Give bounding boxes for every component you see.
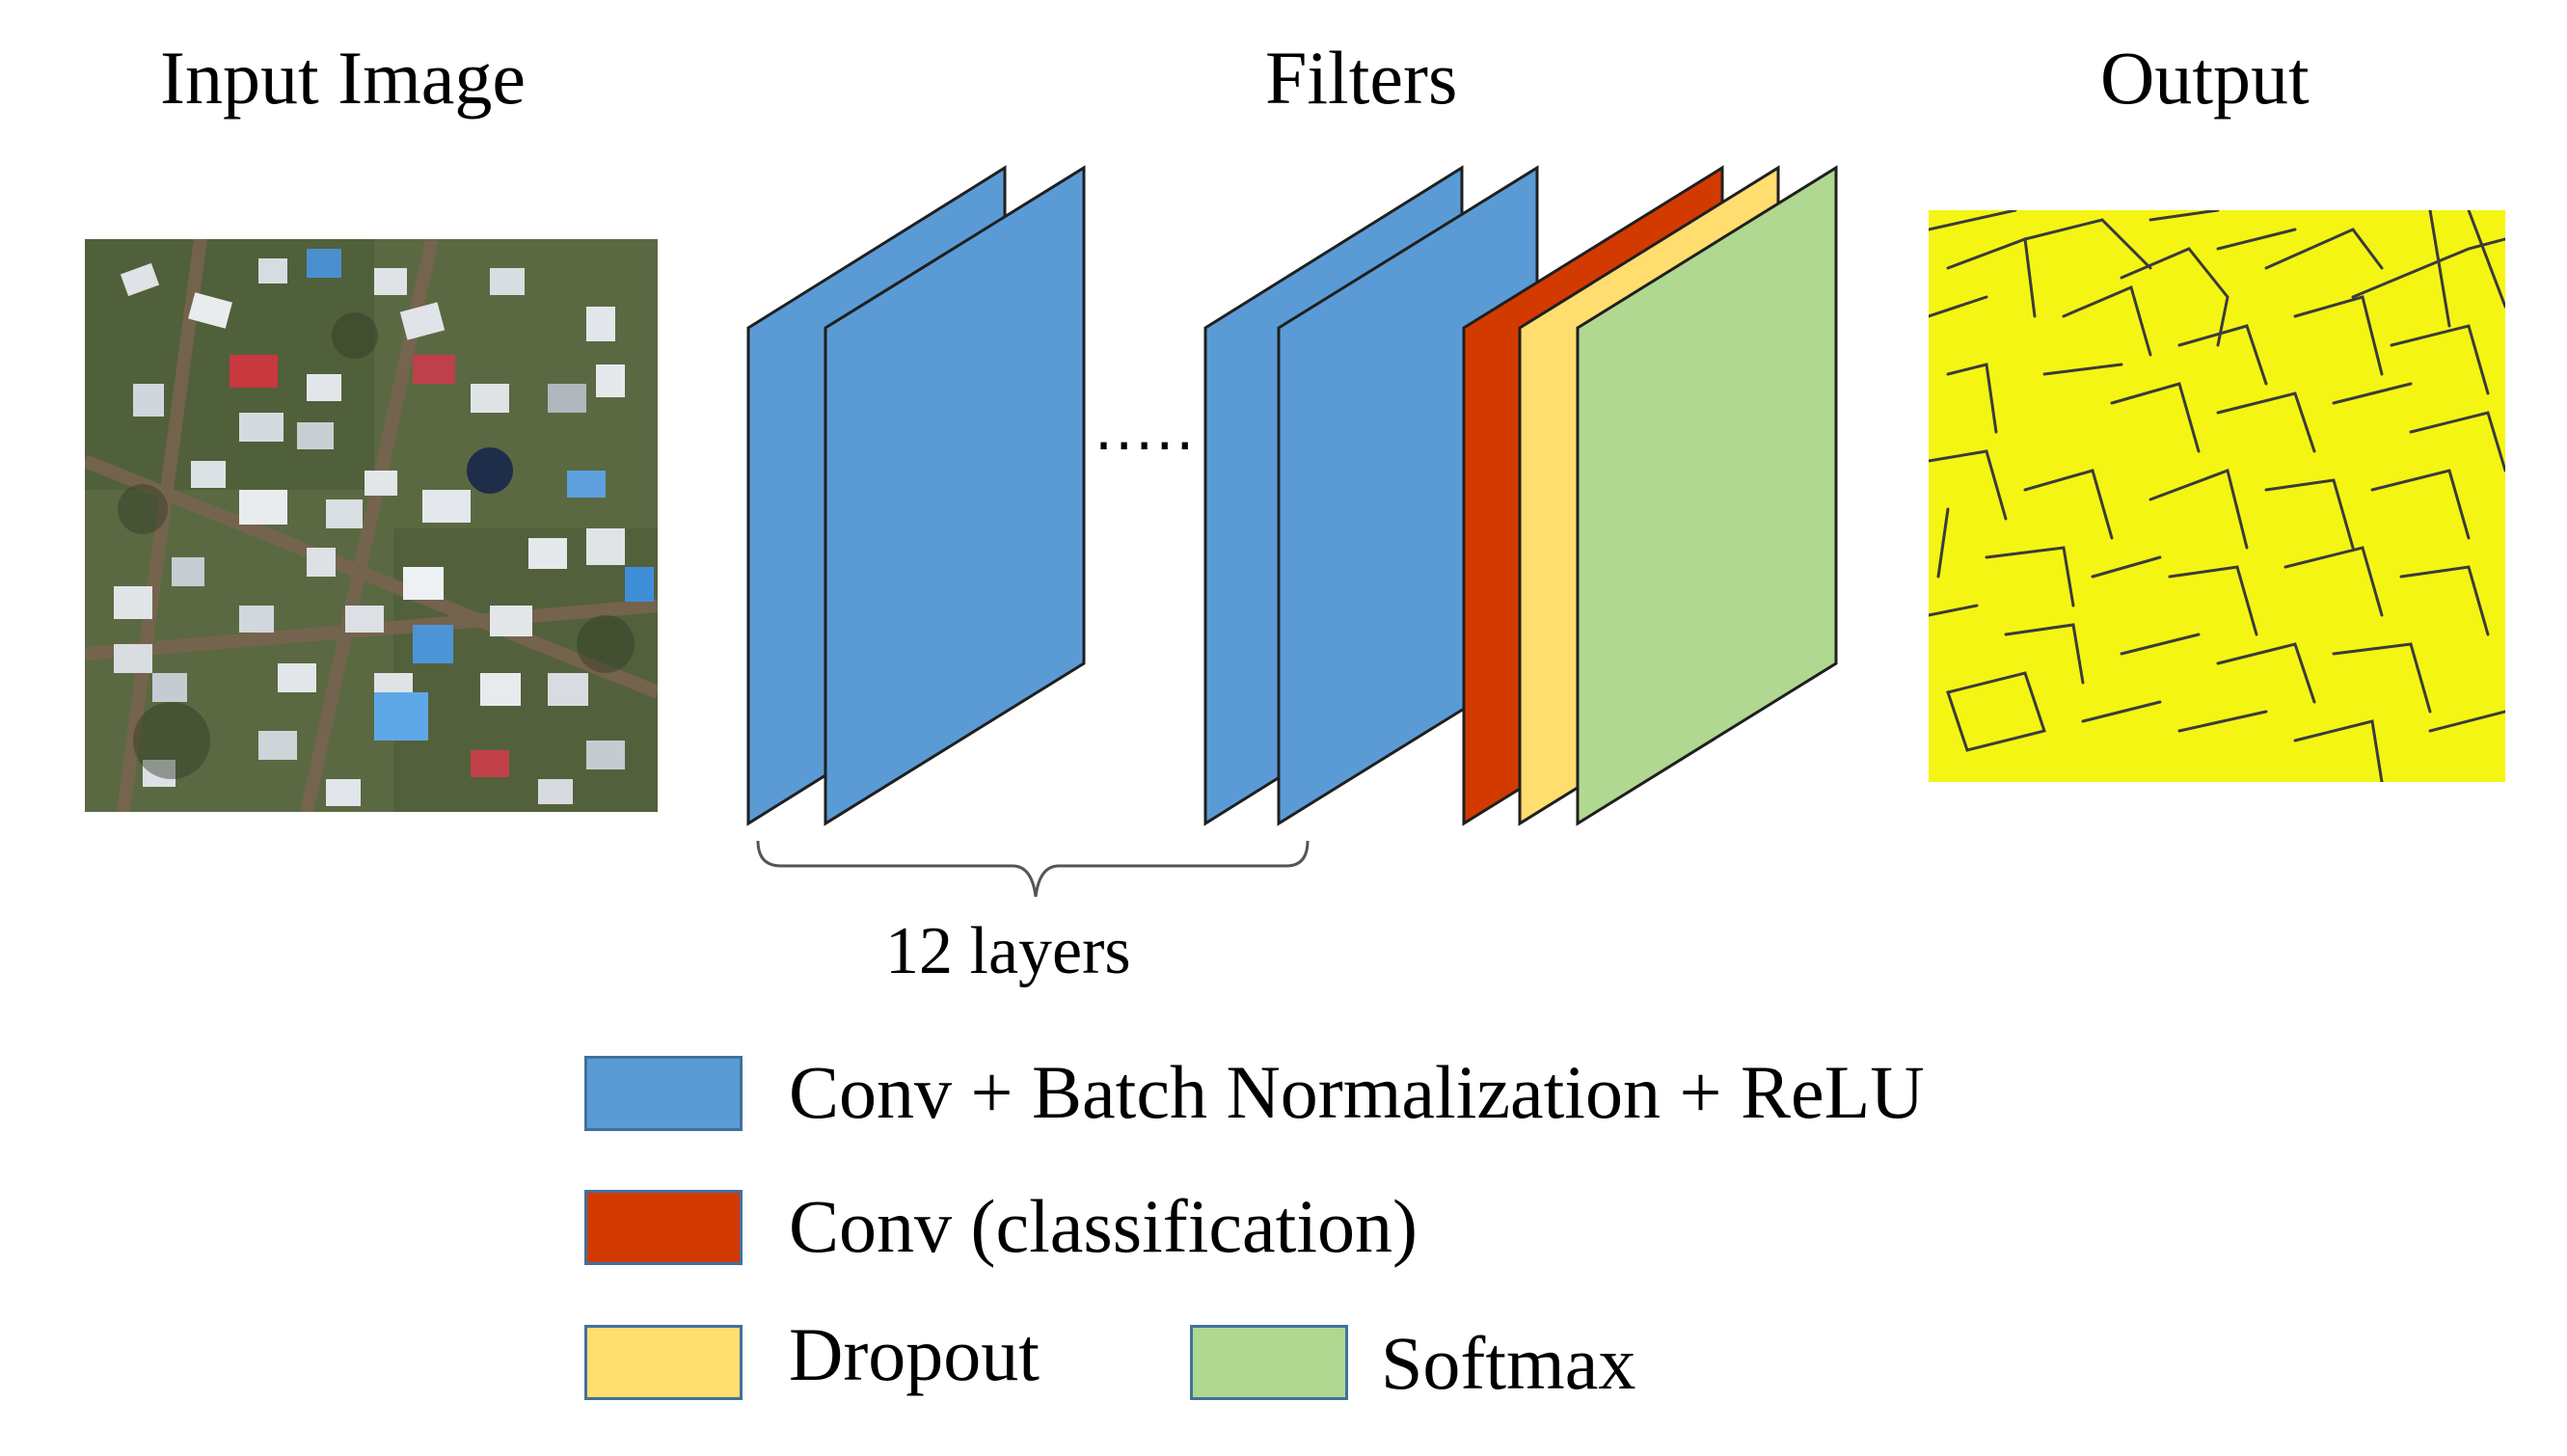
layers-count-label: 12 layers — [885, 914, 1131, 988]
filters-title: Filters — [1265, 36, 1458, 120]
softmax-layer — [1576, 165, 1838, 826]
ellipsis: ..... — [1094, 396, 1197, 464]
input-image-title: Input Image — [160, 36, 527, 120]
output-segmentation-image — [1929, 210, 2505, 782]
legend-swatch-conv-bn-relu — [584, 1056, 743, 1131]
input-aerial-image — [85, 239, 658, 812]
legend-label-softmax: Softmax — [1381, 1321, 1636, 1405]
legend-swatch-softmax — [1190, 1325, 1348, 1400]
conv-bn-relu-layer-2 — [824, 165, 1086, 826]
legend-label-conv-classification: Conv (classification) — [789, 1184, 1418, 1268]
legend-label-dropout: Dropout — [789, 1312, 1040, 1396]
output-title: Output — [2100, 36, 2310, 120]
legend-swatch-conv-classification — [584, 1190, 743, 1265]
legend-swatch-dropout — [584, 1325, 743, 1400]
legend-label-conv-bn-relu: Conv + Batch Normalization + ReLU — [789, 1050, 1925, 1134]
layers-bracket — [756, 840, 1310, 898]
